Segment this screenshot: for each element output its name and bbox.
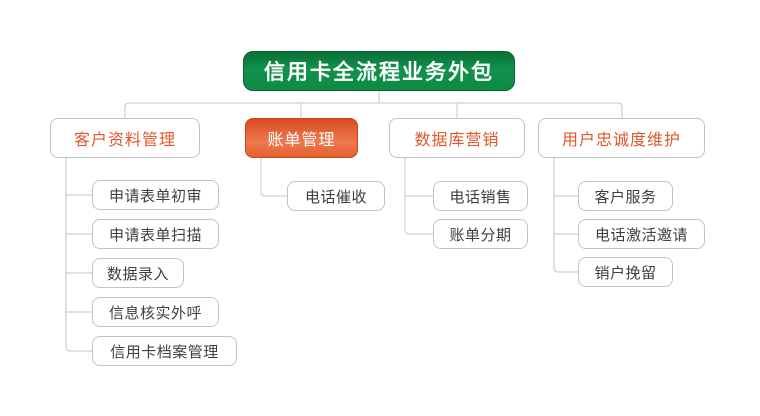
child-node-1-4: 信息核实外呼: [92, 297, 219, 327]
child-node-1-3: 数据录入: [92, 258, 184, 288]
child-node-1-5: 信用卡档案管理: [92, 336, 237, 366]
branch-node-3: 数据库营销: [389, 118, 525, 158]
child-node-3-1: 电话销售: [433, 181, 528, 211]
branch-node-1: 客户资料管理: [50, 118, 200, 158]
branch-node-2: 账单管理: [245, 118, 358, 158]
child-node-1-1: 申请表单初审: [92, 180, 219, 210]
child-node-2-1: 电话催收: [287, 181, 385, 211]
root-node: 信用卡全流程业务外包: [243, 51, 515, 91]
child-node-1-2: 申请表单扫描: [92, 219, 219, 249]
child-node-4-3: 销户挽留: [578, 257, 673, 287]
child-node-4-2: 电话激活邀请: [578, 219, 705, 249]
child-node-4-1: 客户服务: [578, 181, 673, 211]
branch-node-4: 用户忠诚度维护: [538, 118, 705, 158]
child-node-3-2: 账单分期: [433, 219, 528, 249]
